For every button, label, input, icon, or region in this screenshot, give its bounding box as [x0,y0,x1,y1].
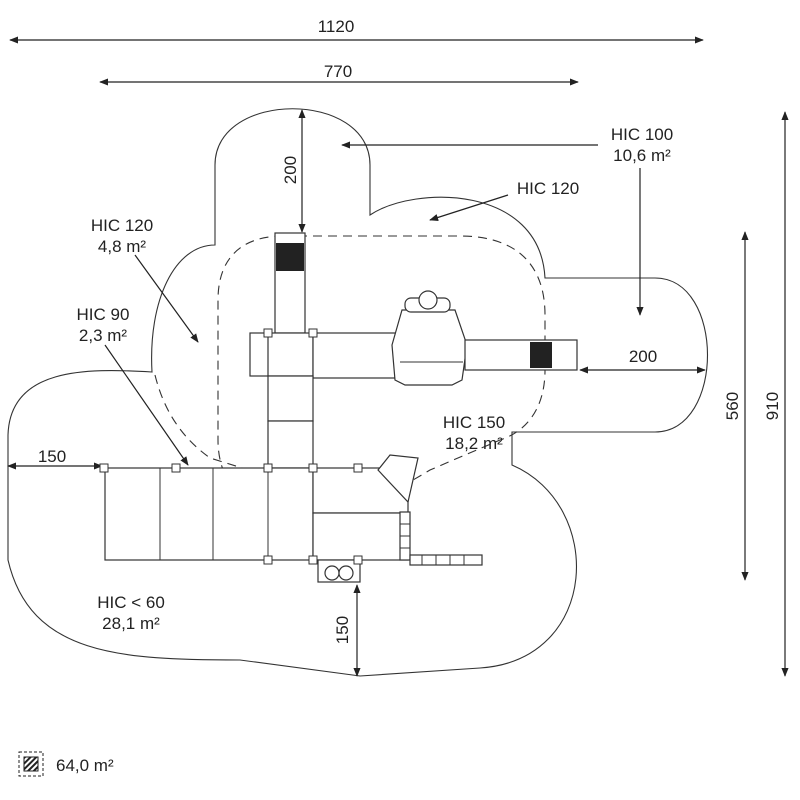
hic90-area: 2,3 m² [79,326,128,345]
safety-zone-outline [7,108,709,677]
hic100-label: HIC 100 [611,125,673,144]
hic150-label: HIC 150 [443,413,505,432]
hic120-right-label: HIC 120 [517,179,579,198]
hic150-area: 18,2 m² [445,434,503,453]
dim-overall-width: 1120 [318,17,355,36]
legend-total-area: 64,0 m² [56,756,114,775]
hic60-label: HIC < 60 [97,593,165,612]
dim-top-clearance: 200 [281,156,300,184]
dim-right-clearance: 200 [629,347,657,366]
dim-overall-depth: 910 [763,392,782,420]
hatched-area-icon [18,751,44,777]
dimension-lines [7,36,789,677]
dim-inner-width: 770 [324,62,352,81]
dim-equipment-depth: 560 [723,392,742,420]
dim-left-clearance: 150 [38,447,66,466]
dim-bottom-clearance: 150 [333,616,352,644]
hic90-dashed-zone [154,374,256,473]
hic90-label: HIC 90 [77,305,130,324]
leader-lines [104,141,644,466]
hic60-area: 28,1 m² [102,614,160,633]
play-equipment [99,232,578,583]
hic120-left-label: HIC 120 [91,216,153,235]
hic120-left-area: 4,8 m² [98,237,147,256]
hic100-area: 10,6 m² [613,146,671,165]
